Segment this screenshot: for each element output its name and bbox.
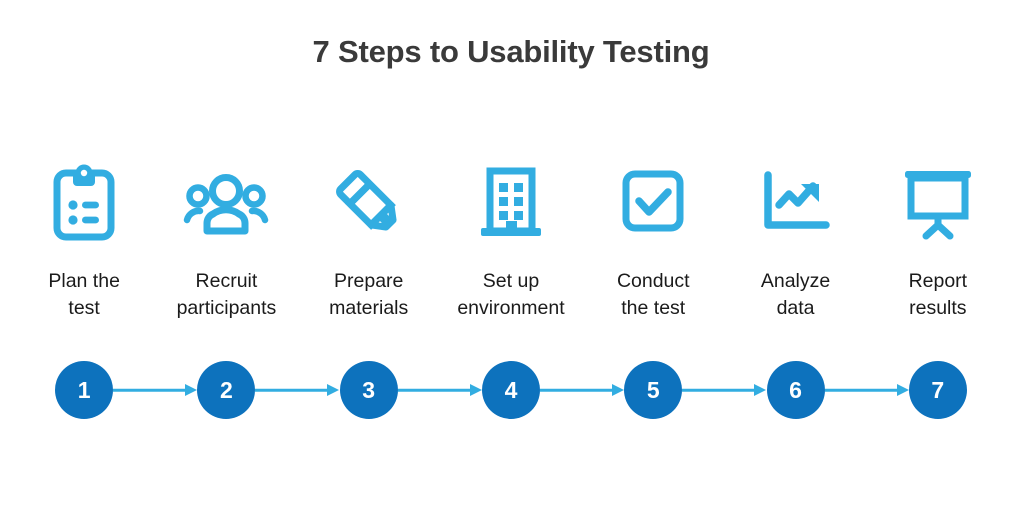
step-column-1: Plan the test: [13, 160, 155, 322]
arrow-connector-3-4: [397, 384, 482, 396]
step-label: Set up environment: [457, 270, 565, 319]
step-label: Conduct the test: [616, 270, 690, 319]
pencil-edit-icon: [333, 160, 405, 246]
step-node-2: 2: [155, 361, 340, 419]
step-number-badge: 5: [624, 361, 683, 419]
step-number-badge: 1: [55, 361, 114, 419]
step-column-6: Analyze data: [724, 160, 866, 322]
step-number-badge: 2: [197, 361, 256, 419]
step-icons-row: Plan the test Recruit participants: [13, 160, 1009, 322]
step-number-badge: 6: [766, 361, 825, 419]
step-number-badge: 3: [339, 361, 398, 419]
arrow-connector-2-3: [255, 384, 340, 396]
arrow-head-icon: [469, 384, 482, 396]
step-column-4: Set up environment: [440, 160, 582, 322]
arrow-head-icon: [327, 384, 340, 396]
page-title: 7 Steps to Usability Testing: [312, 34, 710, 69]
arrow-connector-1-2: [113, 384, 198, 396]
step-label: Analyze data: [760, 270, 831, 319]
step-column-7: Report results: [867, 160, 1009, 322]
building-icon: [476, 160, 546, 246]
step-number-badge: 4: [481, 361, 540, 419]
trend-chart-icon: [757, 160, 835, 246]
step-node-6: 6: [724, 361, 909, 419]
step-label: Prepare materials: [329, 270, 409, 319]
arrow-head-icon: [611, 384, 624, 396]
step-column-2: Recruit participants: [155, 160, 297, 322]
step-node-4: 4: [440, 361, 624, 419]
arrow-shaft: [255, 388, 329, 392]
step-number-rail: 1 2 3 4: [13, 360, 1009, 420]
arrow-shaft: [824, 388, 898, 392]
step-column-5: Conduct the test: [582, 160, 724, 322]
step-node-5: 5: [582, 361, 767, 419]
step-node-1: 1: [13, 361, 198, 419]
arrow-head-icon: [754, 384, 767, 396]
step-node-7: 7: [867, 361, 1009, 419]
step-label: Recruit participants: [176, 270, 277, 319]
step-label: Report results: [908, 270, 968, 319]
arrow-shaft: [397, 388, 471, 392]
people-group-icon: [183, 160, 269, 246]
arrow-head-icon: [185, 384, 198, 396]
arrow-connector-4-5: [539, 384, 624, 396]
arrow-connector-5-6: [682, 384, 767, 396]
checkbox-check-icon: [618, 160, 688, 246]
step-column-3: Prepare materials: [298, 160, 440, 322]
clipboard-checklist-icon: [51, 160, 117, 246]
presentation-board-icon: [900, 160, 976, 246]
step-label: Plan the test: [48, 270, 120, 319]
arrow-shaft: [682, 388, 756, 392]
arrow-head-icon: [896, 384, 909, 396]
step-node-3: 3: [298, 361, 482, 419]
arrow-connector-6-7: [824, 384, 909, 396]
step-number-badge: 7: [908, 361, 967, 419]
arrow-shaft: [539, 388, 613, 392]
arrow-shaft: [113, 388, 187, 392]
